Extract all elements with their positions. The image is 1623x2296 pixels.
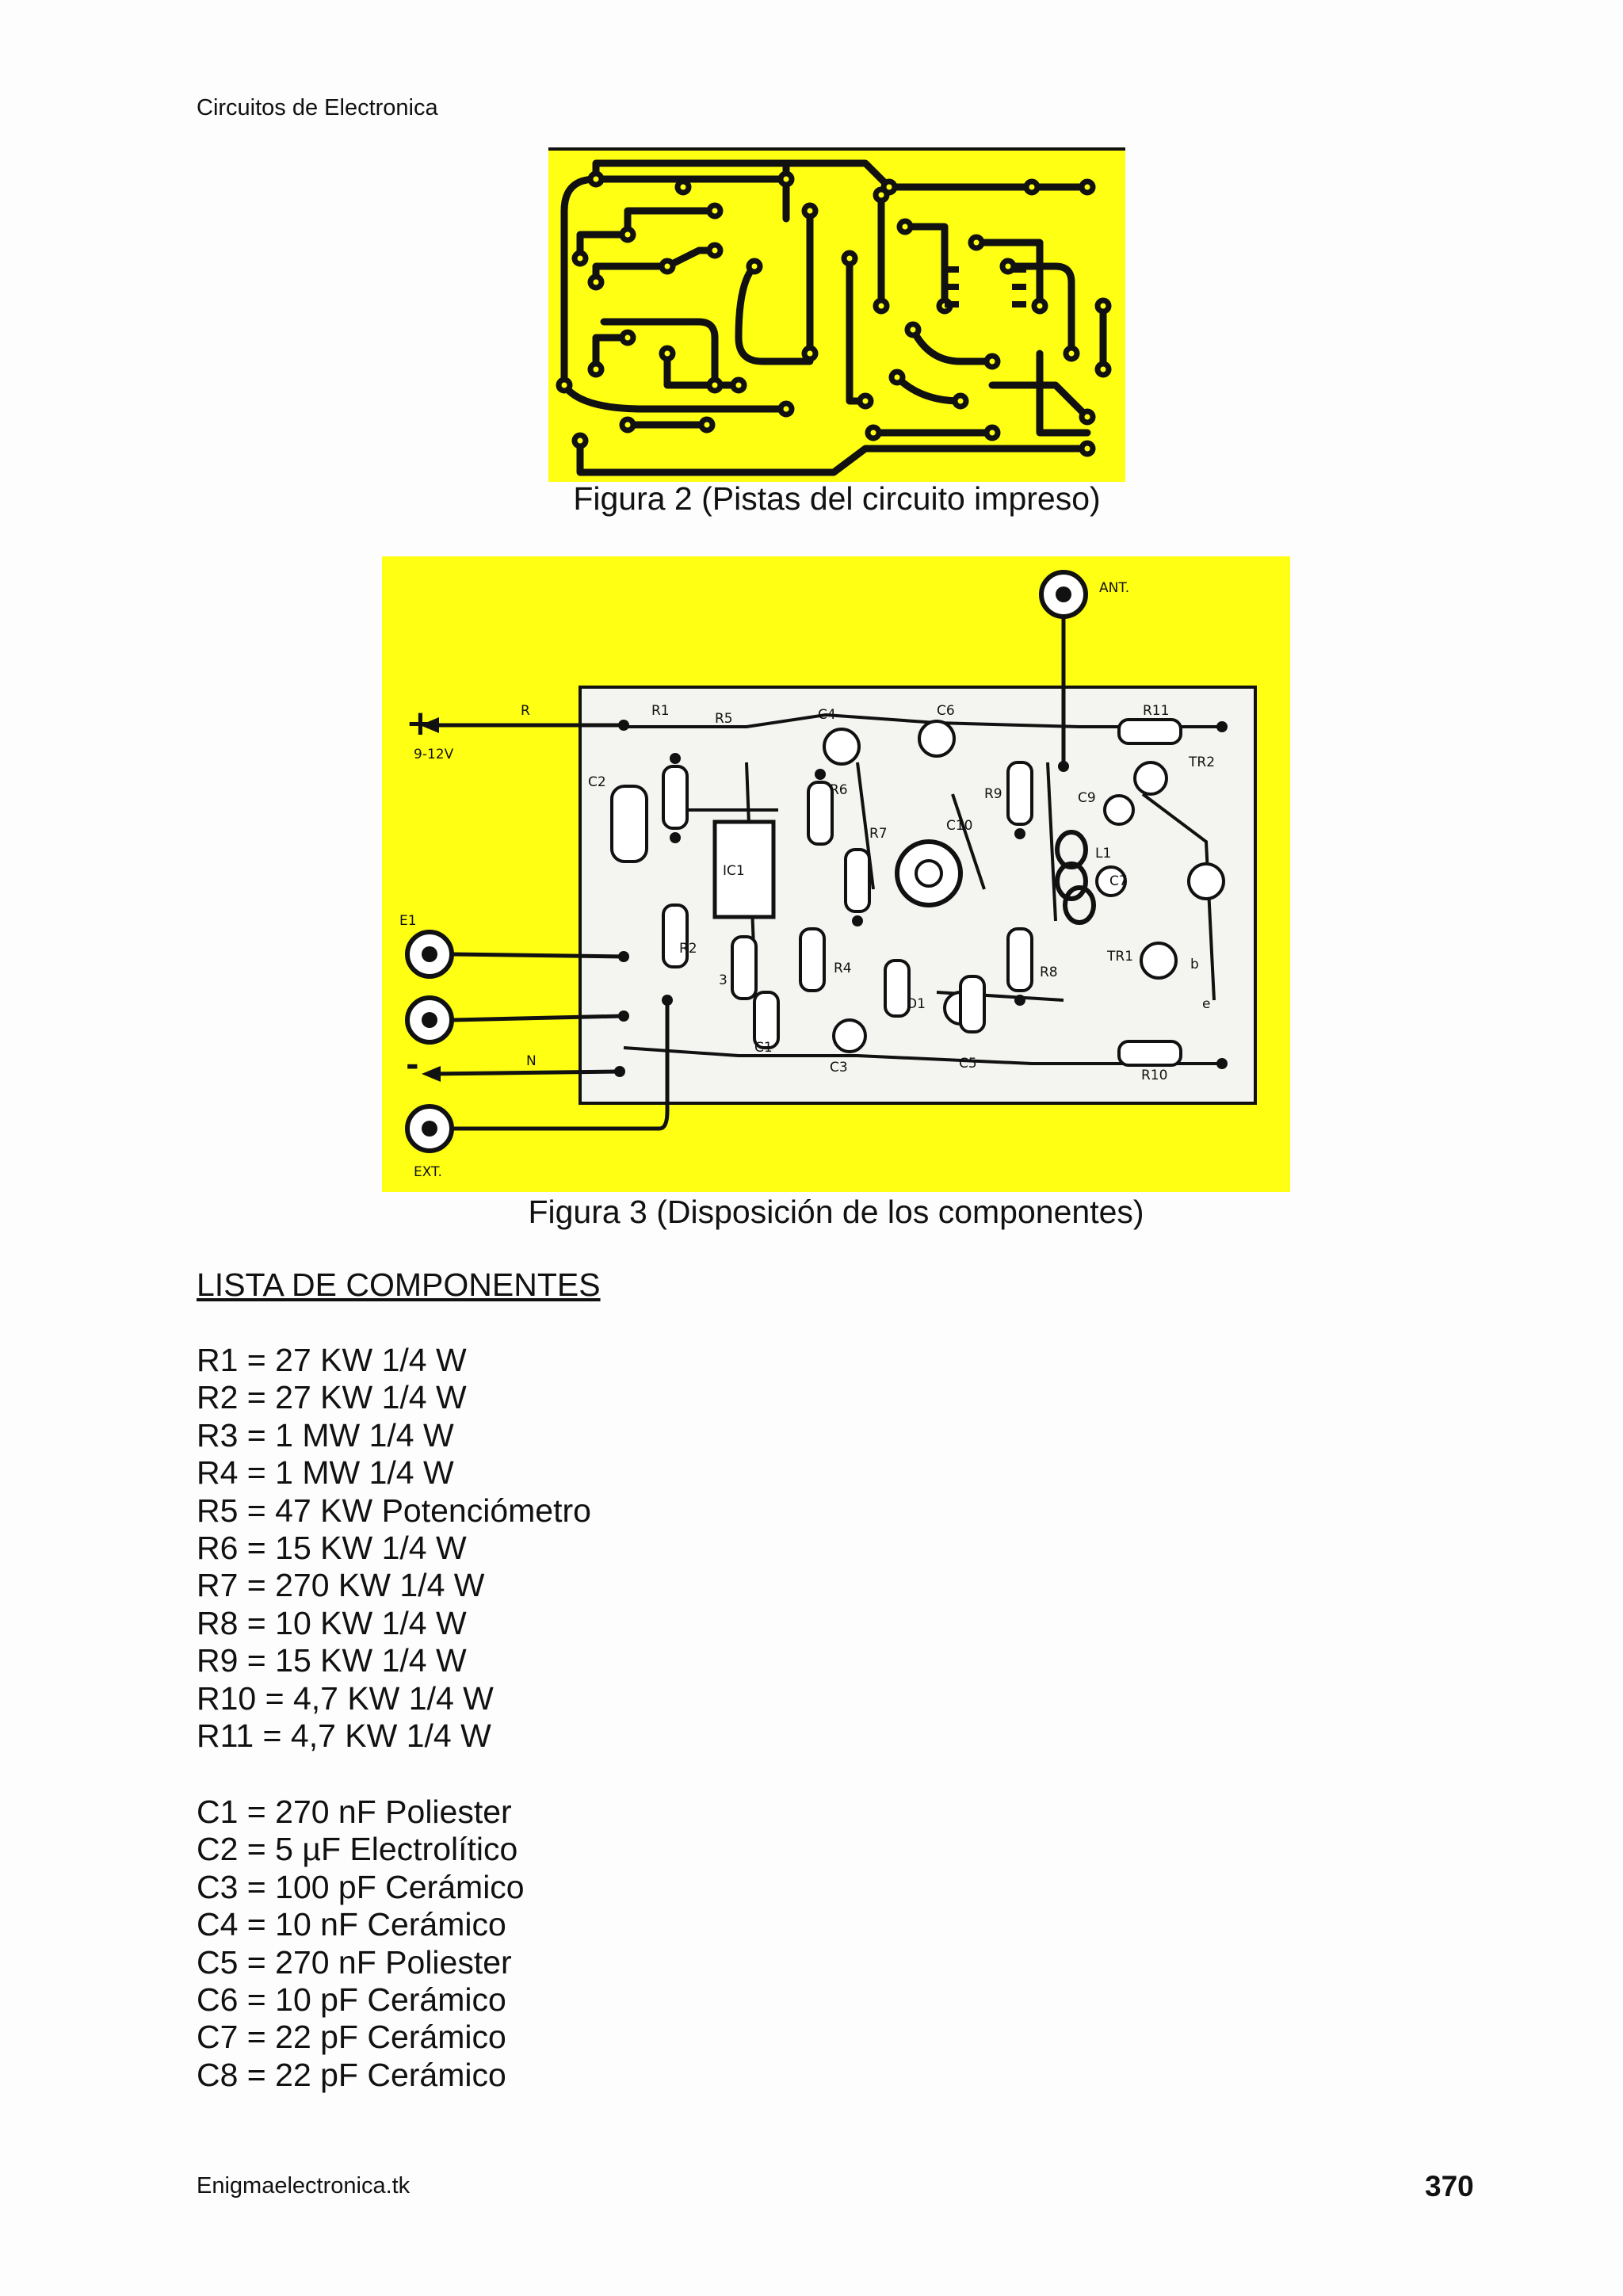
list-item: R10 = 4,7 KW 1/4 W	[197, 1679, 494, 1717]
l1-label: L1	[1095, 846, 1111, 861]
r9-label: R9	[984, 786, 1002, 802]
n-wire-label: N	[526, 1053, 537, 1069]
list-item: R9 = 15 KW 1/4 W	[197, 1642, 467, 1679]
r8-label: R8	[1040, 965, 1058, 980]
r11-label: R11	[1143, 703, 1169, 719]
figure2-caption: Figura 2 (Pistas del circuito impreso)	[573, 480, 1101, 517]
list-item: C1 = 270 nF Poliester	[197, 1794, 512, 1830]
list-item: R8 = 10 KW 1/4 W	[197, 1604, 467, 1641]
figure3-caption: Figura 3 (Disposición de los componentes…	[528, 1194, 1144, 1230]
c4-label: C4	[818, 707, 836, 723]
capacitor-list: C1 = 270 nF Poliester C2 = 5 µF Electrol…	[197, 1794, 525, 2094]
c5-label: C5	[959, 1056, 977, 1072]
minus-label: -	[406, 1047, 419, 1083]
r-wire-label: R	[521, 703, 530, 719]
r6-label: R6	[830, 782, 848, 798]
c10-label: C10	[946, 818, 973, 834]
list-item: R7 = 270 KW 1/4 W	[197, 1567, 485, 1604]
c1-label: C1	[754, 1040, 773, 1056]
r3-label: 3	[719, 972, 727, 988]
list-item: C6 = 10 pF Cerámico	[197, 1981, 506, 2019]
c6-label: C6	[937, 703, 955, 719]
ext-label: EXT.	[414, 1164, 442, 1180]
list-item: R6 = 15 KW 1/4 W	[197, 1530, 467, 1567]
resistor-list: R1 = 27 KW 1/4 W R2 = 27 KW 1/4 W R3 = 1…	[197, 1342, 591, 1755]
list-item: C7 = 22 pF Cerámico	[197, 2019, 506, 2056]
tr2-label: TR2	[1188, 755, 1215, 770]
pcb-tracks-figure	[548, 147, 1125, 486]
ant-label: ANT.	[1099, 580, 1129, 596]
e1-label: E1	[399, 913, 417, 929]
page-number: 370	[1425, 2170, 1474, 2202]
c7-label: C7	[1109, 873, 1128, 889]
list-item: R4 = 1 MW 1/4 W	[197, 1454, 454, 1492]
components-title: LISTA DE COMPONENTES	[197, 1266, 601, 1303]
r2-label: R2	[679, 941, 697, 957]
c2-label: C2	[588, 774, 606, 790]
voltage-label: 9-12V	[414, 747, 454, 762]
list-item: R11 = 4,7 KW 1/4 W	[197, 1717, 491, 1755]
plus-label: +	[406, 703, 435, 743]
r7-label: R7	[869, 826, 888, 842]
list-item: C4 = 10 nF Cerámico	[197, 1906, 506, 1943]
list-item: R3 = 1 MW 1/4 W	[197, 1416, 454, 1454]
c3-label: C3	[830, 1060, 848, 1075]
list-item: R1 = 27 KW 1/4 W	[197, 1342, 467, 1378]
footer-site: Enigmaelectronica.tk	[197, 2173, 411, 2199]
running-header: Circuitos de Electronica	[197, 95, 438, 120]
list-item: C3 = 100 pF Cerámico	[197, 1868, 525, 1905]
ic1-label: IC1	[723, 863, 745, 879]
r5-label: R5	[715, 711, 733, 727]
component-layout-figure: + 9-12V R N - E1 EXT. ANT. R1 R5 C2 R2 3…	[382, 556, 1290, 1196]
c9-label: C9	[1078, 790, 1096, 806]
d1-label: D1	[907, 996, 926, 1012]
list-item: R5 = 47 KW Potenciómetro	[197, 1492, 591, 1529]
e-label: e	[1202, 996, 1210, 1012]
b-label: b	[1190, 957, 1199, 972]
r1-label: R1	[651, 703, 670, 719]
list-item: C5 = 270 nF Poliester	[197, 1943, 512, 1981]
list-item: R2 = 27 KW 1/4 W	[197, 1379, 467, 1416]
r4-label: R4	[834, 961, 852, 976]
r10-label: R10	[1141, 1068, 1167, 1083]
list-item: C2 = 5 µF Electrolítico	[197, 1831, 518, 1868]
list-item: C8 = 22 pF Cerámico	[197, 2056, 506, 2093]
tr1-label: TR1	[1106, 949, 1133, 965]
